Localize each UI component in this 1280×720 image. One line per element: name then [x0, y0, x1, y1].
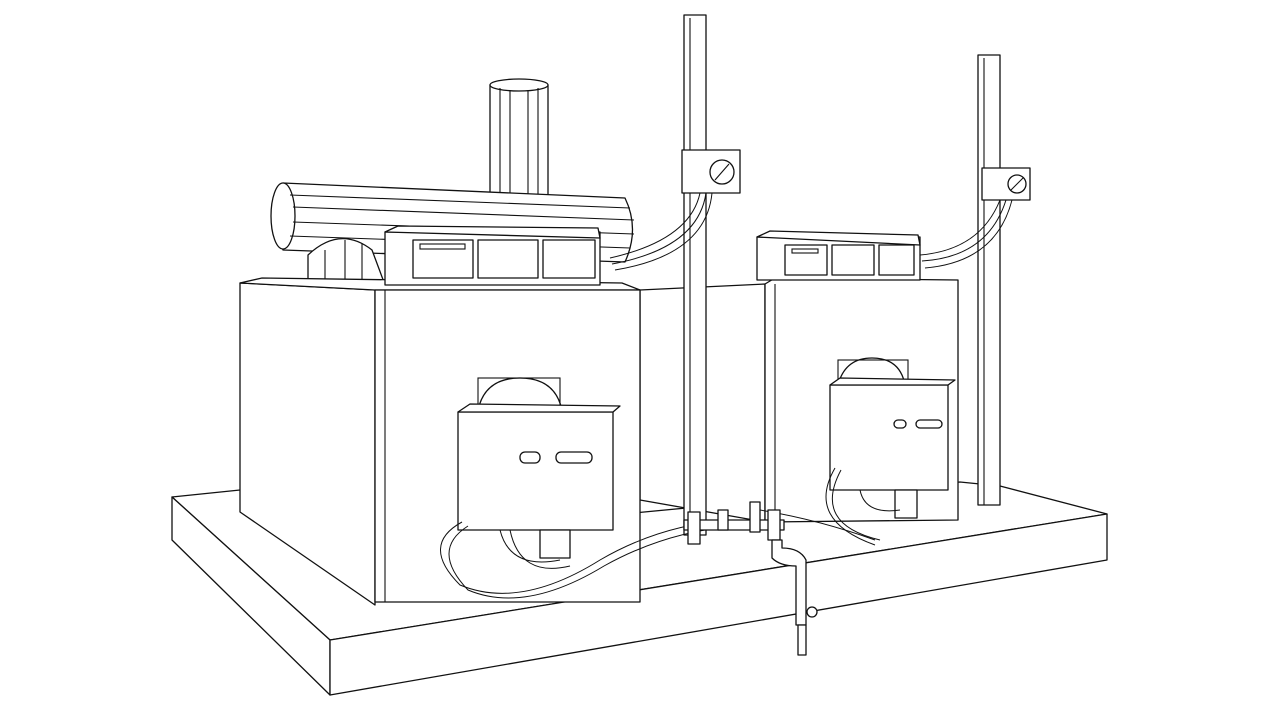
gas-pipe — [683, 501, 818, 656]
header-pipe — [270, 78, 635, 286]
left-boiler — [239, 225, 641, 606]
support-posts — [681, 14, 1031, 536]
